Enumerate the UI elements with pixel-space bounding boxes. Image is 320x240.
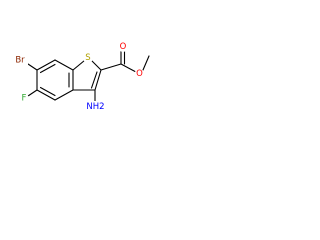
fluorine-atom: F <box>19 93 29 104</box>
amino-group: NH2 <box>83 101 108 112</box>
amino-label: NH2 <box>86 102 104 112</box>
bond-layer <box>27 50 150 102</box>
bond-carbonyl-ester-o <box>120 63 137 73</box>
ester-oxygen-label: O <box>136 69 143 79</box>
ester-oxygen-atom: O <box>134 69 145 79</box>
bond-c7a-s1 <box>72 59 86 71</box>
bond-c2-c3 <box>94 69 102 91</box>
bond-c5-c4 <box>36 89 56 101</box>
bond-c4-c3a <box>54 89 74 101</box>
bond-c7-c6 <box>36 59 56 71</box>
bond-c7a-c7 <box>54 59 74 71</box>
bond-c2-c3-double <box>90 71 98 89</box>
bond-ester-o-methyl <box>142 55 150 71</box>
bond-c6-br <box>27 63 38 71</box>
sulfur-atom: S <box>83 53 93 63</box>
bromine-label: Br <box>15 56 25 66</box>
carbonyl-oxygen-label: O <box>120 42 127 52</box>
bond-s1-c2 <box>90 59 102 71</box>
molecule-structure: S O O NH2 Br F <box>12 42 150 112</box>
bond-c5-f <box>27 89 38 97</box>
bond-c2-carbonyl-carbon <box>100 63 122 71</box>
fluorine-label: F <box>22 94 27 104</box>
carbonyl-oxygen-atom: O <box>118 42 128 52</box>
bond-c5-c4-double <box>39 86 56 97</box>
atom-layer: S O O NH2 Br F <box>12 42 145 112</box>
bond-c7-c6-double <box>39 63 56 74</box>
sulfur-label: S <box>85 53 90 63</box>
bromine-atom: Br <box>12 55 28 66</box>
